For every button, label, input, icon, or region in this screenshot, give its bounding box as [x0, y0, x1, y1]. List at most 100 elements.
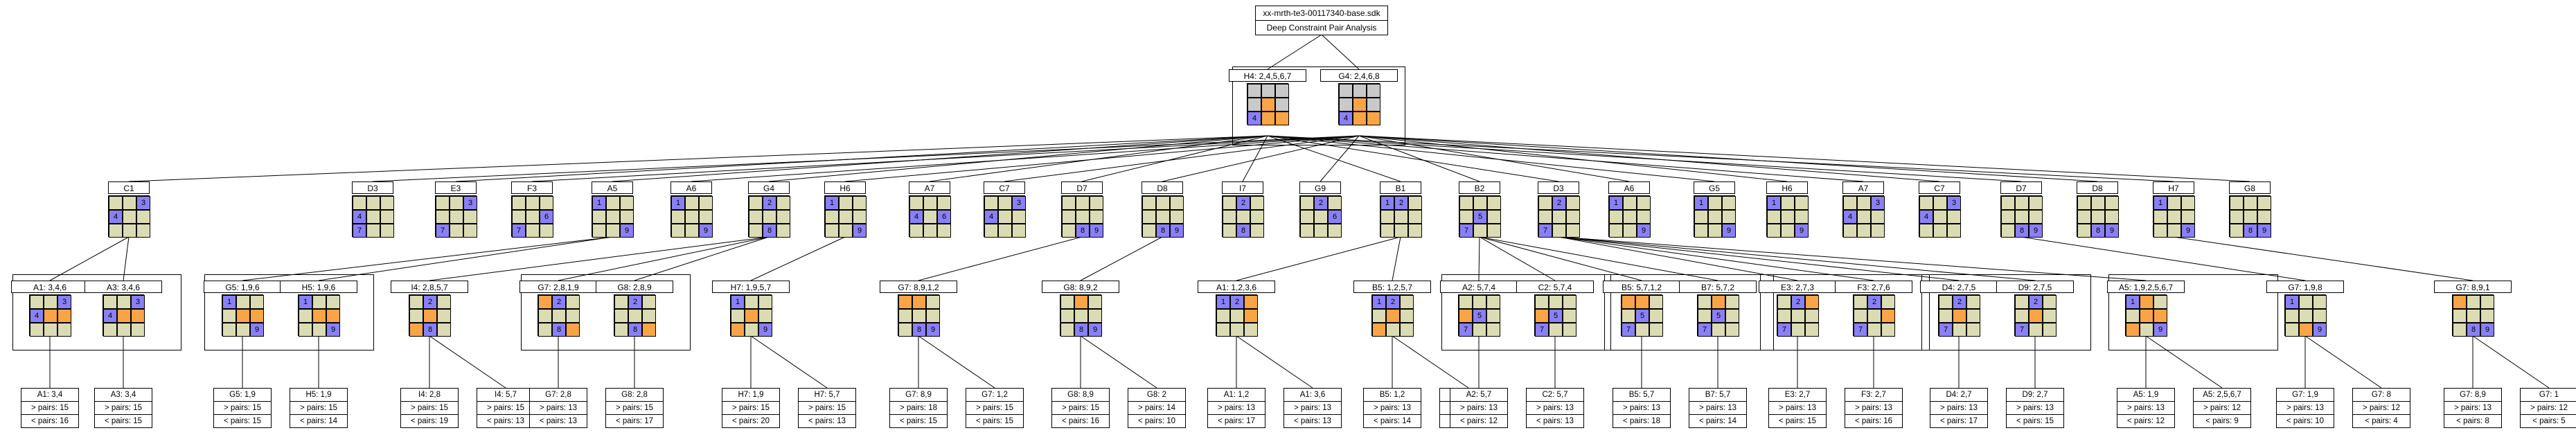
candidate-cell-pair: 7	[1939, 323, 1953, 337]
candidate-cell-eliminated	[1622, 295, 1635, 309]
candidate-cell	[1486, 323, 1500, 337]
leaf-pairs-less: < pairs: 15	[966, 414, 1023, 427]
leaf-pairs-greater: > pairs: 15	[606, 401, 663, 414]
candidate-cell	[380, 224, 394, 238]
candidate-cell-pair: 5	[1635, 309, 1649, 323]
node-label: B7: 5,7,2	[1679, 281, 1757, 293]
candidate-cell-pair: 2	[552, 295, 566, 309]
candidate-cell	[136, 210, 150, 224]
candidate-cell	[606, 224, 620, 238]
candidate-cell-pair: 7	[1777, 323, 1791, 337]
leaf-result: D4: 2,7> pairs: 13< pairs: 17	[1930, 388, 1988, 428]
pair-group	[12, 274, 181, 350]
edge-mid-pair	[1479, 236, 1718, 281]
leaf-pairs-greater: > pairs: 15	[290, 401, 347, 414]
candidate-cell	[540, 224, 553, 238]
candidate-cell	[512, 196, 526, 210]
candidate-cell	[2105, 196, 2119, 210]
leaf-pairs-greater: > pairs: 15	[477, 401, 534, 414]
candidate-cell	[1473, 295, 1486, 309]
candidate-cell	[552, 309, 566, 323]
candidate-cell-pair: 9	[1090, 224, 1103, 238]
candidate-cell	[1947, 224, 1961, 238]
candidate-cell	[1549, 323, 1563, 337]
edge-to-leaf	[2304, 335, 2382, 389]
candidate-cell	[353, 196, 366, 210]
candidate-cell-pair: 2	[1394, 196, 1408, 210]
candidate-cell	[2153, 295, 2167, 309]
candidate-cell-pair: 4	[1843, 210, 1857, 224]
candidate-cell	[1250, 224, 1264, 238]
candidate-cell-eliminated	[642, 323, 656, 337]
candidate-cell-pair: 9	[926, 323, 940, 337]
candidate-cell	[699, 196, 713, 210]
candidate-cell	[2299, 295, 2313, 309]
candidate-cell-pair: 3	[136, 196, 150, 210]
leaf-pairs-greater: > pairs: 13	[1930, 401, 1987, 414]
candidate-cell	[1372, 309, 1386, 323]
candidate-cell	[1487, 224, 1501, 238]
candidate-cell	[1623, 224, 1637, 238]
candidate-cell	[1623, 210, 1637, 224]
leaf-name: G8: 8,9	[1067, 391, 1094, 399]
leaf-result: G7: 8,9> pairs: 13< pairs: 8	[2444, 388, 2502, 428]
leaf-pairs-less: < pairs: 13	[1527, 414, 1583, 427]
leaf-pairs-greater: > pairs: 13	[1284, 401, 1341, 414]
leaf-pairs-greater: > pairs: 12	[2521, 401, 2576, 414]
edge-root-mid	[1267, 135, 2174, 182]
candidate-cell	[1933, 224, 1947, 238]
edge-mid-pair	[1080, 236, 1163, 281]
candidate-cell	[2153, 210, 2167, 224]
candidate-cell-pair: 9	[853, 224, 867, 238]
candidate-cell	[436, 196, 450, 210]
candidate-cell	[2001, 196, 2015, 210]
candidate-cell	[745, 323, 758, 337]
candidate-cell	[1314, 224, 1328, 238]
candidate-cell	[2029, 323, 2043, 337]
leaf-pairs-less: < pairs: 18	[1613, 414, 1670, 427]
candidate-cell-pair: 5	[1549, 309, 1563, 323]
candidate-cell	[1966, 295, 1980, 309]
leaf-pairs-less: < pairs: 12	[2117, 414, 2174, 427]
node-label: A1: 1,2,3,6	[1198, 281, 1275, 293]
leaf-pairs-less: < pairs: 14	[1364, 414, 1421, 427]
candidate-cell-pair: 9	[2153, 323, 2167, 337]
candidate-cell	[1854, 309, 1867, 323]
candidate-cell-pair: 2	[1953, 295, 1966, 309]
candidate-cell-eliminated	[2140, 309, 2153, 323]
leaf-result: F3: 2,7> pairs: 13< pairs: 16	[1845, 388, 1903, 428]
candidate-cell	[1012, 210, 1026, 224]
edge-mid-pair	[318, 236, 613, 281]
candidate-cell	[758, 295, 772, 309]
candidate-cell-eliminated	[1881, 309, 1895, 323]
node-label: A5: 1,9,2,5,6,7	[2107, 281, 2185, 293]
edge-mid-pair	[49, 236, 130, 281]
leaf-result: A5: 1,9> pairs: 13< pairs: 12	[2117, 388, 2175, 428]
candidate-cell	[642, 295, 656, 309]
node-label: G4	[748, 181, 790, 194]
node-label: H6	[1766, 181, 1808, 194]
node-label: B1	[1380, 181, 1421, 194]
candidate-cell-eliminated	[423, 309, 437, 323]
candidate-cell	[2181, 210, 2195, 224]
candidate-cell	[1857, 210, 1871, 224]
candidate-cell-pair: 2	[763, 196, 776, 210]
candidate-cell	[1060, 323, 1074, 337]
candidate-cell	[1074, 309, 1088, 323]
candidate-cell	[250, 295, 264, 309]
leaf-result: A1: 3,4> pairs: 15< pairs: 16	[21, 388, 79, 428]
edge-mid-pair	[242, 236, 613, 281]
candidate-cell	[1708, 210, 1722, 224]
edge-mid-pair	[1558, 236, 1798, 281]
